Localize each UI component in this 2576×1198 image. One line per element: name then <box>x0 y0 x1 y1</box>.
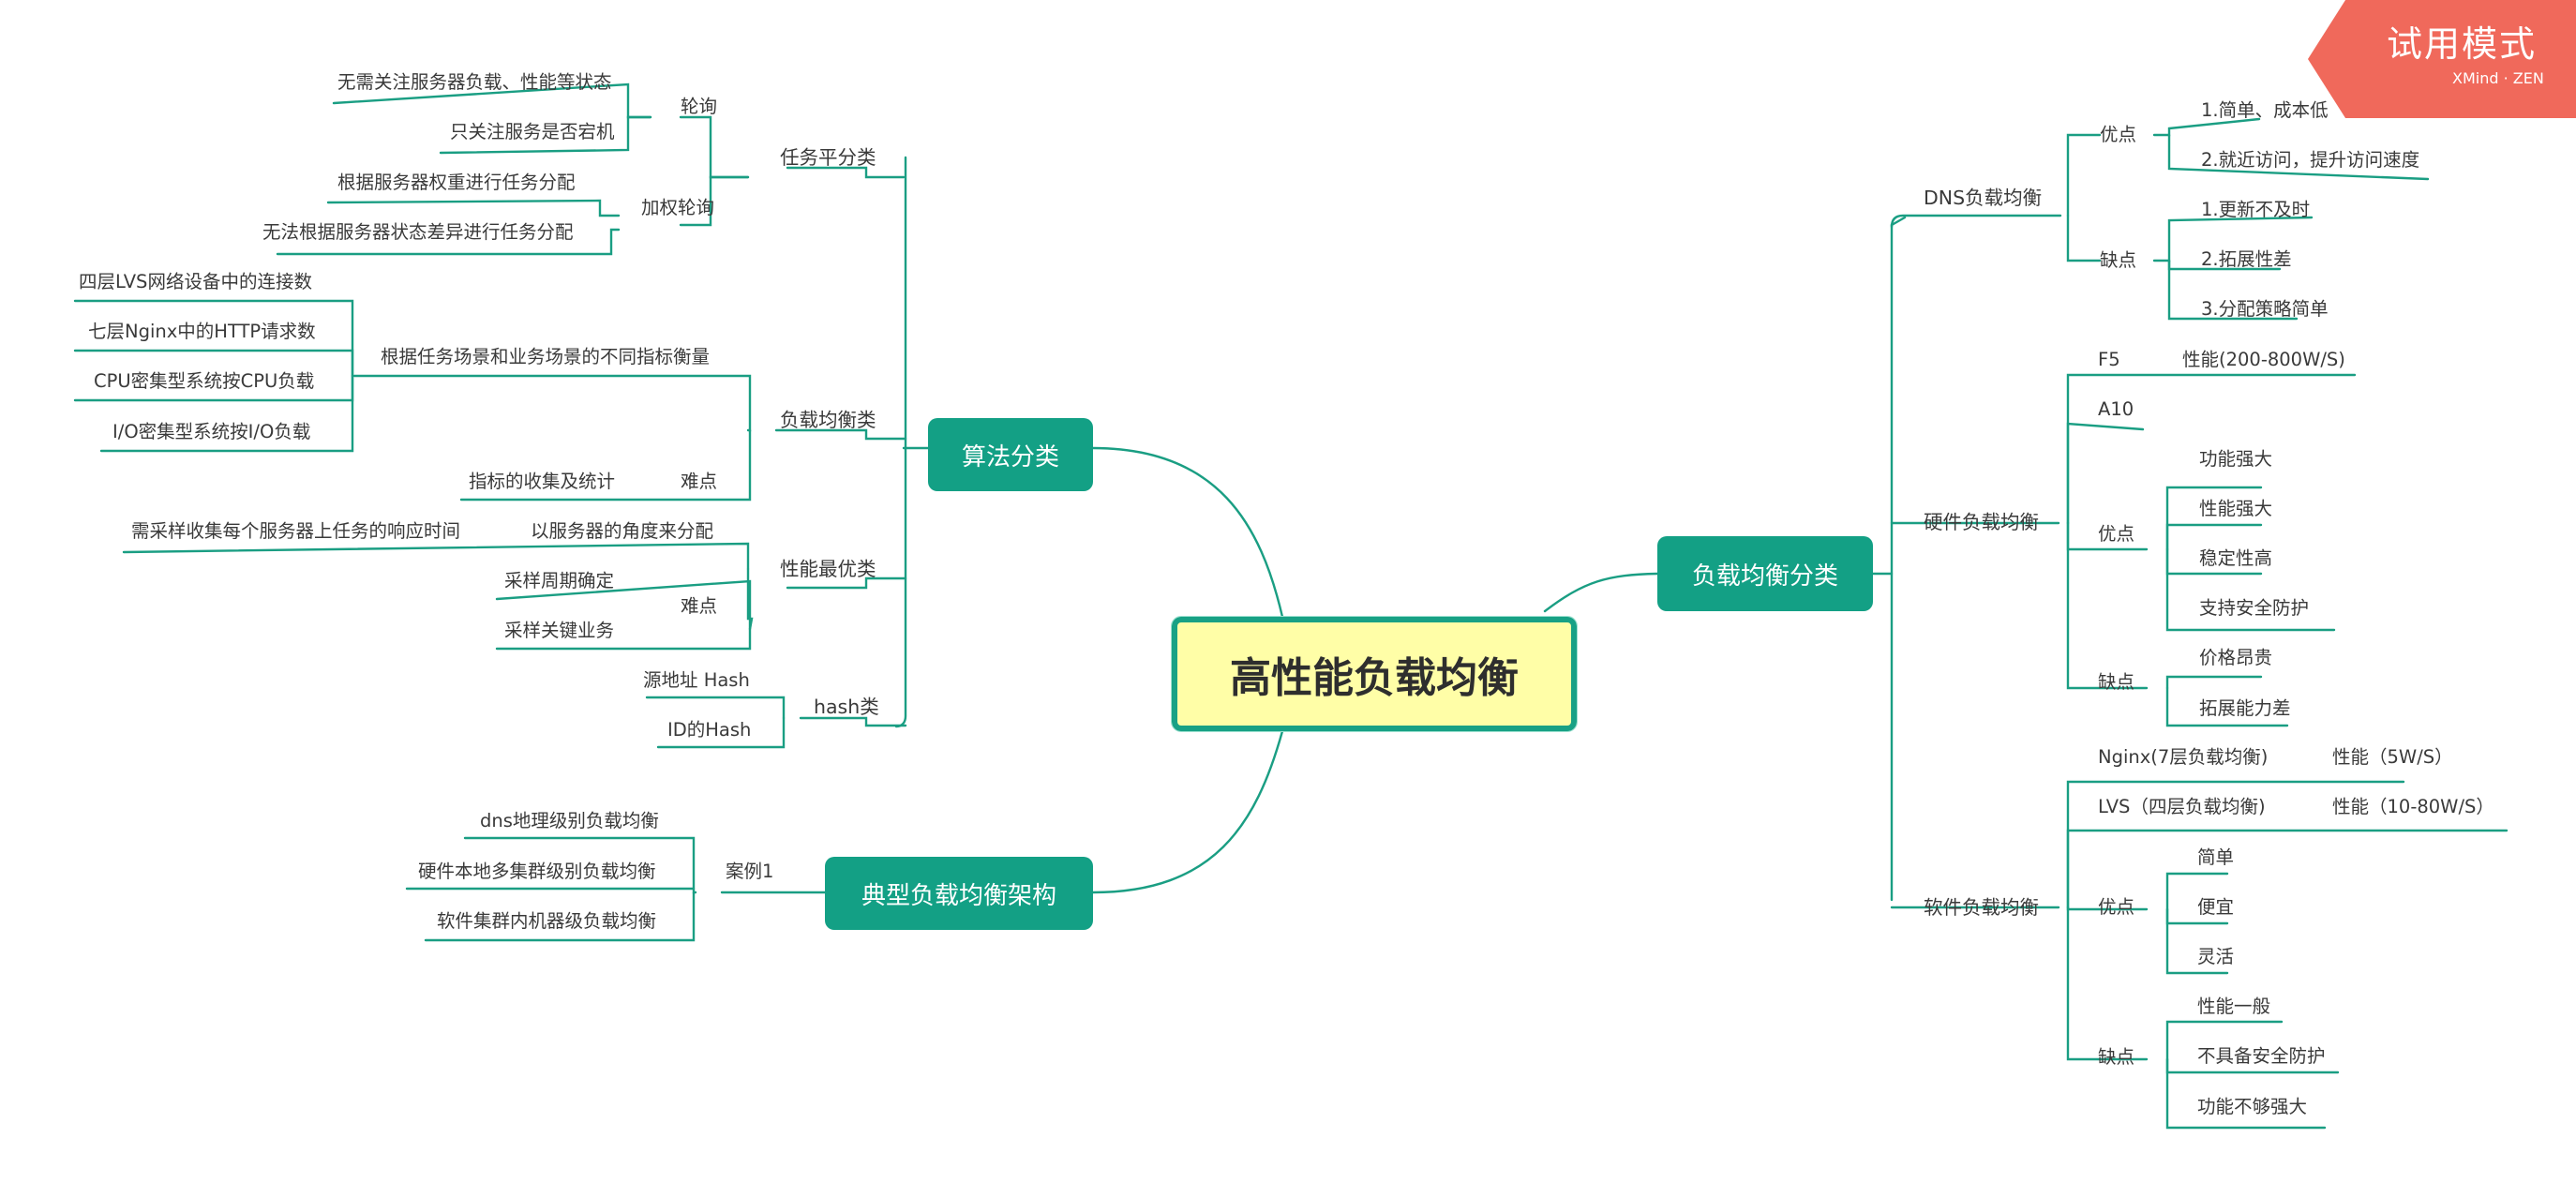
leaf-case1-2[interactable]: 硬件本地多集群级别负载均衡 <box>418 861 656 882</box>
leaf-metric-1[interactable]: 四层LVS网络设备中的连接数 <box>79 271 312 292</box>
software-nginx-performance[interactable]: 性能（5W/S） <box>2332 746 2453 768</box>
leaf-software-pros-1[interactable]: 简单 <box>2197 846 2235 868</box>
leaf-lb-difficulty-1[interactable]: 指标的收集及统计 <box>469 471 616 492</box>
leaf-perf-difficulty-2[interactable]: 采样关键业务 <box>504 620 615 641</box>
leaf-metric-4[interactable]: I/O密集型系统按I/O负载 <box>112 421 311 442</box>
subtopic-task-equal[interactable]: 任务平分类 <box>780 146 876 169</box>
hardware-f5[interactable]: F5 <box>2098 349 2120 370</box>
leaf-perf-difficulty-1[interactable]: 采样周期确定 <box>504 570 615 592</box>
leaf-software-cons-1[interactable]: 性能一般 <box>2197 996 2271 1017</box>
software-lvs[interactable]: LVS（四层负载均衡) <box>2098 796 2266 817</box>
trial-mode-badge[interactable] <box>2308 0 2576 118</box>
subtopic-perf-difficulty[interactable]: 难点 <box>681 595 718 617</box>
subtopic-weighted[interactable]: 加权轮询 <box>641 197 715 218</box>
leaf-hardware-pros-2[interactable]: 性能强大 <box>2199 498 2273 519</box>
leaf-software-pros-2[interactable]: 便宜 <box>2197 896 2235 918</box>
trial-mode-title: 试用模式 <box>2387 23 2538 65</box>
subtopic-dns-pros[interactable]: 优点 <box>2100 124 2137 145</box>
leaf-hardware-pros-3[interactable]: 稳定性高 <box>2199 547 2273 569</box>
leaf-case1-1[interactable]: dns地理级别负载均衡 <box>480 810 659 831</box>
subtopic-software-lb[interactable]: 软件负载均衡 <box>1924 896 2039 919</box>
subtopic-software-cons[interactable]: 缺点 <box>2098 1046 2135 1068</box>
leaf-software-cons-3[interactable]: 功能不够强大 <box>2197 1096 2308 1117</box>
subtopic-hash[interactable]: hash类 <box>814 696 879 718</box>
subtopic-dns-cons[interactable]: 缺点 <box>2100 249 2137 271</box>
hardware-f5-performance[interactable]: 性能(200-800W/S) <box>2182 349 2345 370</box>
topic-typical-architecture[interactable]: 典型负载均衡架构 <box>825 857 1093 930</box>
topic-algorithm[interactable]: 算法分类 <box>928 418 1093 491</box>
leaf-dns-cons-3[interactable]: 3.分配策略简单 <box>2201 298 2329 320</box>
link-central-categories <box>1543 572 1659 613</box>
link-central-algorithm <box>1091 446 1284 619</box>
xmind-zen-logo: XMind · ZEN <box>2452 69 2544 87</box>
leaf-round-robin-1[interactable]: 无需关注服务器负载、性能等状态 <box>337 71 612 93</box>
leaf-round-robin-2[interactable]: 只关注服务是否宕机 <box>450 121 615 142</box>
leaf-dns-pros-2[interactable]: 2.就近访问，提升访问速度 <box>2201 149 2420 171</box>
subtopic-software-pros[interactable]: 优点 <box>2098 896 2135 918</box>
link-central-typical <box>1091 729 1284 894</box>
leaf-dns-cons-1[interactable]: 1.更新不及时 <box>2201 199 2311 220</box>
leaf-dns-cons-2[interactable]: 2.拓展性差 <box>2201 248 2292 270</box>
leaf-software-cons-2[interactable]: 不具备安全防护 <box>2197 1045 2326 1067</box>
leaf-hash-2[interactable]: ID的Hash <box>667 719 752 741</box>
subtopic-best-performance[interactable]: 性能最优类 <box>780 558 876 580</box>
software-lvs-performance[interactable]: 性能（10-80W/S） <box>2332 796 2494 817</box>
hardware-a10[interactable]: A10 <box>2098 398 2134 420</box>
leaf-metric-2[interactable]: 七层Nginx中的HTTP请求数 <box>88 321 316 342</box>
subtopic-hardware-pros[interactable]: 优点 <box>2098 523 2135 545</box>
software-nginx[interactable]: Nginx(7层负载均衡) <box>2098 746 2269 768</box>
subtopic-load-balance[interactable]: 负载均衡类 <box>780 409 876 431</box>
subtopic-round-robin[interactable]: 轮询 <box>681 96 718 117</box>
leaf-software-pros-3[interactable]: 灵活 <box>2197 946 2235 967</box>
leaf-weighted-1[interactable]: 根据服务器权重进行任务分配 <box>337 172 576 193</box>
leaf-hash-1[interactable]: 源地址 Hash <box>643 669 750 691</box>
leaf-hardware-cons-2[interactable]: 拓展能力差 <box>2199 697 2291 719</box>
central-topic[interactable]: 高性能负载均衡 <box>1171 616 1578 732</box>
leaf-dns-pros-1[interactable]: 1.简单、成本低 <box>2201 99 2329 121</box>
leaf-weighted-2[interactable]: 无法根据服务器状态差异进行任务分配 <box>262 221 574 243</box>
leaf-hardware-pros-4[interactable]: 支持安全防护 <box>2199 597 2310 619</box>
subtopic-hardware-cons[interactable]: 缺点 <box>2098 671 2135 693</box>
leaf-server-view-1[interactable]: 需采样收集每个服务器上任务的响应时间 <box>131 520 461 542</box>
subtopic-case1[interactable]: 案例1 <box>726 861 774 882</box>
subtopic-server-view[interactable]: 以服务器的角度来分配 <box>531 520 714 542</box>
subtopic-lb-difficulty[interactable]: 难点 <box>681 471 718 492</box>
topic-lb-categories[interactable]: 负载均衡分类 <box>1657 536 1873 611</box>
leaf-hardware-pros-1[interactable]: 功能强大 <box>2199 448 2273 470</box>
subtopic-metric[interactable]: 根据任务场景和业务场景的不同指标衡量 <box>381 346 711 367</box>
subtopic-hardware-lb[interactable]: 硬件负载均衡 <box>1924 511 2039 533</box>
subtopic-dns-lb[interactable]: DNS负载均衡 <box>1924 187 2043 209</box>
leaf-metric-3[interactable]: CPU密集型系统按CPU负载 <box>94 370 315 392</box>
leaf-case1-3[interactable]: 软件集群内机器级负载均衡 <box>437 910 657 932</box>
leaf-hardware-cons-1[interactable]: 价格昂贵 <box>2199 647 2273 668</box>
